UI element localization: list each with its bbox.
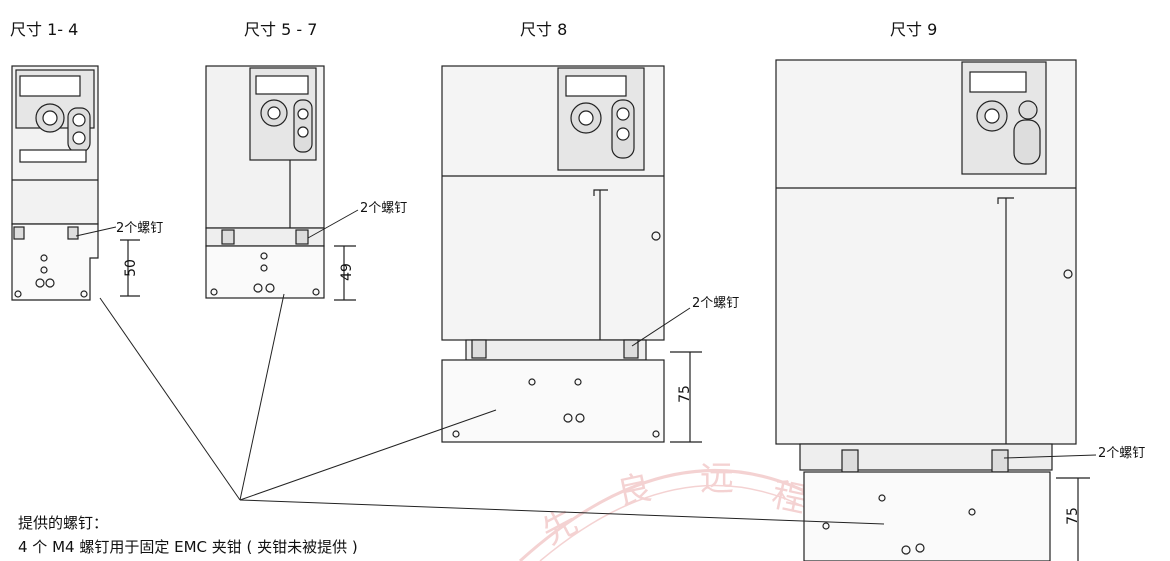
title-size-1-4: 尺寸 1- 4 [10,20,79,39]
screw-label-size-1-4: 2个螺钉 [116,221,164,236]
svg-text:先: 先 [535,502,584,553]
dimension-75-size8 [670,351,702,443]
title-size-9: 尺寸 9 [890,20,938,39]
drive-size-1-4 [11,65,99,225]
note-line-2: 4 个 M4 螺钉用于固定 EMC 夹钳 ( 夹钳未被提供 ) [18,538,358,556]
svg-text:远: 远 [700,459,734,499]
drive-size-5-7 [205,65,325,229]
emc-plate-3 [441,339,665,443]
leader-lines [75,209,1097,525]
screw-label-size-8: 2个螺钉 [692,296,740,311]
screw-label-size-5-7: 2个螺钉 [360,201,408,216]
drive-size-8 [441,65,665,341]
dimension-50 [120,239,140,297]
title-size-5-7: 尺寸 5 - 7 [244,20,318,39]
dimension-value-49: 49 [338,263,355,281]
emc-plate-1 [11,223,99,301]
title-size-8: 尺寸 8 [520,20,568,39]
drive-size-9 [775,59,1077,445]
note-line-1: 提供的螺钉： [18,514,109,532]
dimension-value-75-size8: 75 [676,385,693,403]
emc-plate-2 [205,227,325,299]
dimension-49 [334,245,356,301]
svg-text:程: 程 [768,475,810,521]
screw-label-size-9: 2个螺钉 [1098,446,1146,461]
dimension-value-75-size9: 75 [1064,507,1081,525]
dimension-75-size9 [1056,477,1090,561]
dimension-value-50: 50 [122,259,139,277]
svg-text:良: 良 [614,468,656,514]
emc-plate-4 [799,443,1053,561]
